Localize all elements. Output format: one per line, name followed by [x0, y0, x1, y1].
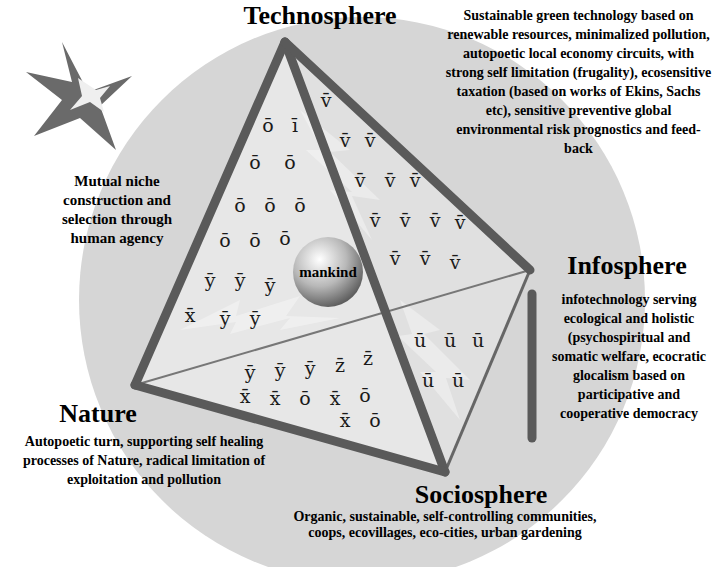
variable-letter: v̄	[365, 209, 385, 231]
variable-letter: v̄	[350, 169, 370, 191]
variable-letter: x̄	[180, 304, 200, 326]
variable-letter: x̄	[235, 385, 255, 407]
variable-letter: v̄	[415, 247, 435, 269]
variable-letter: ī	[285, 114, 305, 136]
sphere-heading: Nature	[18, 398, 178, 430]
variable-letter: ȳ	[245, 307, 265, 329]
variable-letter: v̄	[425, 209, 445, 231]
sphere-heading: Sociosphere	[393, 480, 569, 510]
sphere-heading: Infosphere	[542, 250, 712, 282]
variable-letter: ȳ	[240, 361, 260, 383]
sphere-circle	[293, 237, 363, 307]
sphere-description: Autopoetic turn, supporting self healing…	[18, 432, 270, 489]
front-face	[135, 42, 445, 472]
variable-letter: ō	[258, 114, 278, 136]
side-note: Mutual niche construction and selection …	[42, 172, 192, 248]
variable-letter: ȳ	[270, 359, 290, 381]
variable-letter: z̄	[330, 354, 350, 376]
variable-letter: ō	[355, 384, 375, 406]
sphere-description: infotechnology serving ecological and ho…	[546, 290, 712, 423]
variable-letter: ȳ	[230, 269, 250, 291]
variable-letter: ȳ	[200, 269, 220, 291]
sphere-heading: Technosphere	[232, 0, 408, 32]
variable-letter: ō	[365, 409, 385, 431]
variable-letter: ū	[448, 369, 468, 391]
variable-letter: v̄	[385, 247, 405, 269]
variable-letter: v̄	[405, 169, 425, 191]
variable-letter: ū	[418, 369, 438, 391]
mankind-sphere: mankind	[292, 236, 364, 308]
variable-letter: ȳ	[300, 357, 320, 379]
variable-letter: v̄	[450, 211, 470, 233]
variable-letter: ō	[280, 151, 300, 173]
variable-letter: x̄	[325, 387, 345, 409]
variable-letter: ū	[410, 329, 430, 351]
sphere-description: Sustainable green technology based on re…	[445, 6, 712, 158]
variable-letter: v̄	[316, 89, 336, 111]
variable-letter: ō	[275, 227, 295, 249]
logo-star	[26, 42, 132, 150]
variable-letter: x̄	[265, 387, 285, 409]
side-bar	[528, 294, 537, 438]
tetra-edge	[285, 42, 445, 472]
variable-letter: ō	[215, 229, 235, 251]
variable-letter: v̄	[360, 129, 380, 151]
logo-arrow	[70, 78, 110, 112]
variable-letter: x̄	[335, 409, 355, 431]
variable-letter: v̄	[380, 169, 400, 191]
tetra-edge	[445, 270, 530, 472]
variable-letter: ū	[440, 329, 460, 351]
sphere-label: mankind	[299, 264, 357, 281]
variable-letter: ō	[295, 387, 315, 409]
zigzag-arrow	[398, 300, 470, 420]
sphere-description: Organic, sustainable, self-controlling c…	[280, 509, 610, 541]
variable-letter: ȳ	[260, 274, 280, 296]
variable-letter: ō	[245, 229, 265, 251]
variable-letter: ȳ	[215, 307, 235, 329]
variable-letter: ō	[290, 194, 310, 216]
variable-letter: ō	[260, 194, 280, 216]
variable-letter: v̄	[395, 209, 415, 231]
variable-letter: v̄	[445, 251, 465, 273]
variable-letter: ū	[468, 329, 488, 351]
variable-letter: z̄	[358, 347, 378, 369]
variable-letter: ō	[245, 151, 265, 173]
zigzag-arrow	[300, 110, 380, 240]
variable-letter: v̄	[335, 129, 355, 151]
variable-letter: ō	[230, 194, 250, 216]
